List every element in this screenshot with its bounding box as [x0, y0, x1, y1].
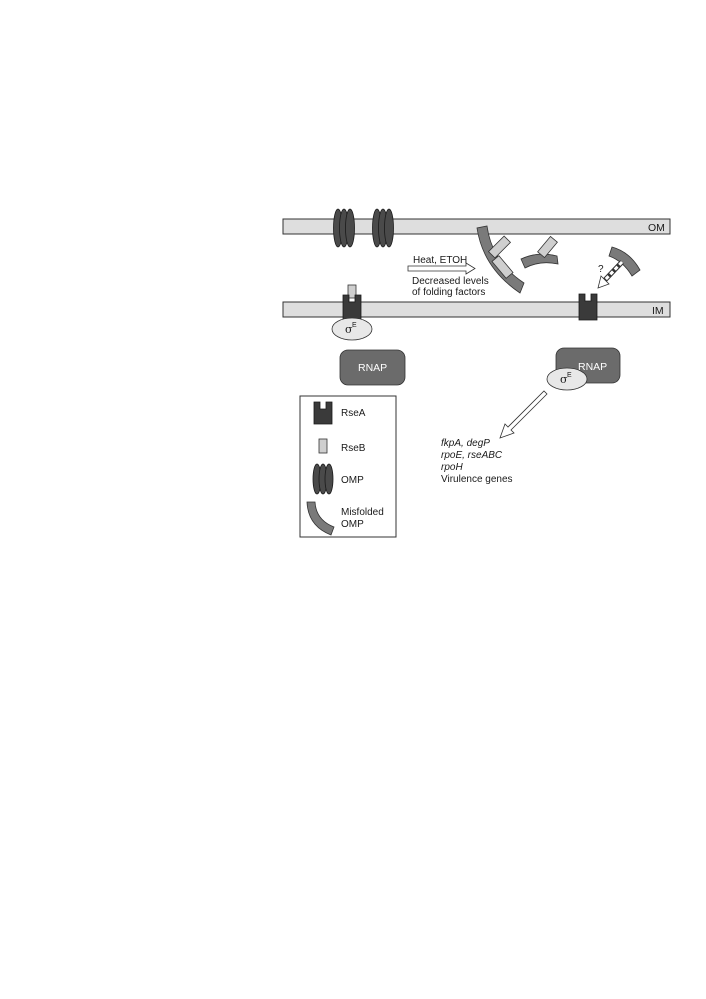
genes-line1: fkpA, degP — [441, 438, 490, 449]
sigma-e-active-symbol: σ — [560, 373, 568, 386]
rseb-bound-icon — [487, 235, 512, 259]
sigma-e-active — [546, 367, 588, 391]
misfolded-omp-icon — [520, 253, 559, 269]
sigma-e-bound — [331, 317, 373, 341]
sigma-e-active-superscript: E — [567, 372, 572, 379]
rseb-bound-icon — [537, 235, 558, 259]
genes-line2: rpoE, rseABC — [441, 450, 503, 461]
genes-line4: Virulence genes — [441, 474, 513, 485]
legend-rsea-label: RseA — [341, 408, 366, 419]
omp-icon — [372, 208, 394, 248]
stimulus-line1: Heat, ETOH — [413, 255, 467, 266]
question-mark: ? — [598, 264, 604, 275]
rnap-free-label: RNAP — [358, 362, 387, 374]
misfolded-omp-icon — [608, 246, 641, 277]
legend-rsea-icon — [313, 401, 333, 425]
rseb-bound-icon — [491, 255, 514, 279]
outer-membrane-label: OM — [648, 222, 665, 234]
legend-misfolded-label-line1: Misfolded — [341, 507, 384, 518]
rnap-holoenzyme-label: RNAP — [578, 361, 607, 373]
legend-misfolded-label-line2: OMP — [341, 519, 364, 530]
inner-membrane — [282, 301, 671, 318]
sigma-e-superscript: E — [352, 322, 357, 329]
sigma-e-symbol: σ — [345, 323, 353, 336]
rseb-icon — [347, 284, 357, 299]
legend-misfolded-omp-icon — [306, 501, 335, 536]
legend-rseb-label: RseB — [341, 443, 366, 454]
question-arrow — [597, 260, 624, 289]
genes-line3: rpoH — [441, 462, 463, 473]
inner-membrane-label: IM — [652, 305, 664, 317]
legend-omp-icon — [312, 463, 334, 495]
legend-rseb-icon — [318, 438, 328, 454]
stimulus-arrow — [407, 262, 476, 275]
transcription-arrow — [499, 390, 548, 439]
rsea-icon — [342, 294, 362, 321]
rnap-free — [339, 349, 406, 386]
stimulus-line2: Decreased levels — [412, 276, 489, 287]
rsea-icon — [578, 293, 598, 321]
stimulus-line3: of folding factors — [412, 287, 485, 298]
omp-icon — [333, 208, 355, 248]
legend-omp-label: OMP — [341, 475, 364, 486]
